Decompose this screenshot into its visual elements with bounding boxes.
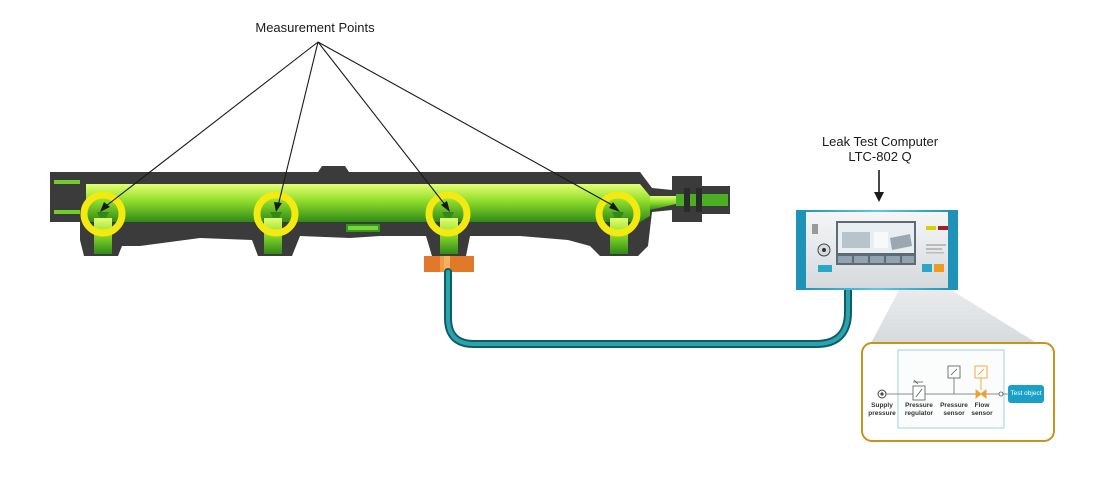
pneumatic-schematic-callout xyxy=(861,342,1055,442)
device-title-line1: Leak Test Computer xyxy=(821,134,939,149)
pressure-regulator-label: Pressure regulator xyxy=(904,402,934,417)
supply-pressure-label: Supply pressure xyxy=(868,402,896,417)
test-object-label: Test object xyxy=(1010,390,1042,397)
fuel-rail xyxy=(50,166,730,256)
leak-test-computer xyxy=(796,210,958,290)
device-pointer-arrow xyxy=(874,170,884,202)
measurement-ring-4 xyxy=(595,191,641,237)
pressure-sensor-label: Pressure sensor xyxy=(940,402,968,417)
pressure-regulator-icon xyxy=(912,379,926,401)
measurement-points-label: Measurement Points xyxy=(255,20,375,35)
device-title-line2: LTC-802 Q xyxy=(848,149,912,164)
measurement-ring-3 xyxy=(425,191,471,237)
pressure-sensor-icon xyxy=(947,365,961,394)
hose-connector xyxy=(424,256,474,272)
test-object-box xyxy=(1008,385,1044,403)
callout-fan xyxy=(870,288,1040,345)
measurement-ring-1 xyxy=(80,191,126,237)
rail-channel xyxy=(86,184,650,222)
measurement-points xyxy=(80,191,641,237)
flow-sensor-label: Flow sensor xyxy=(971,402,993,417)
measurement-pointer-lines xyxy=(105,41,615,207)
flow-sensor-icon xyxy=(974,365,988,399)
measurement-ring-2 xyxy=(253,191,299,237)
leak-test-computer-label: Leak Test Computer LTC-802 Q xyxy=(790,134,970,164)
test-hose xyxy=(444,268,852,348)
